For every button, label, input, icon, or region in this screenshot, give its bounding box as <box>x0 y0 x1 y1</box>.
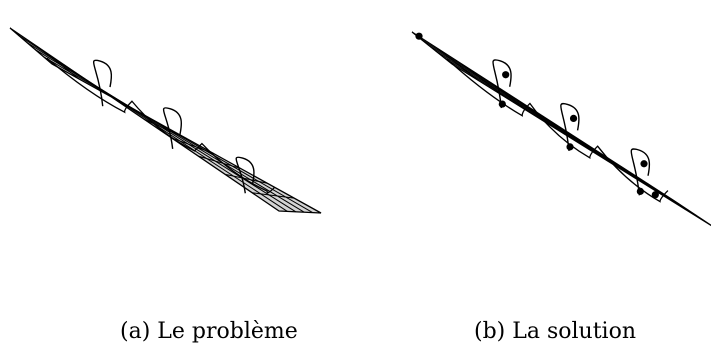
grid-rung-line <box>225 173 268 184</box>
grid-rung-line <box>117 100 160 125</box>
grid-rung-line <box>463 65 505 97</box>
grid-rung-line <box>437 48 479 81</box>
hoop-curve <box>560 102 580 151</box>
grid-rung-line <box>594 149 635 178</box>
sag-curve <box>446 58 669 203</box>
caption-b: (b) La solution <box>474 319 636 344</box>
knot-dot <box>498 100 506 108</box>
grid-rung-line <box>646 182 687 211</box>
knot-dot <box>636 187 644 195</box>
grid-rung-line <box>36 45 80 80</box>
knot-dot <box>502 71 510 79</box>
hoop-curve <box>492 59 512 109</box>
hoop-curve <box>162 107 183 149</box>
hoop-curve <box>630 148 651 196</box>
grid-rung-line <box>198 155 241 169</box>
grid-rung-line <box>568 132 609 162</box>
grid-rung-line <box>489 82 531 113</box>
grid-rung-line <box>90 82 133 110</box>
panel-a-surface-diagram <box>9 27 322 214</box>
knot-dot <box>569 114 578 122</box>
knot-dot <box>566 143 574 151</box>
panel-b-surface-diagram <box>411 31 711 227</box>
hoop-curve <box>92 59 113 107</box>
grid-rung-line <box>620 165 661 195</box>
grid-rung-line <box>542 115 583 146</box>
knot-dot <box>415 32 423 40</box>
grid-rung-line <box>516 98 557 130</box>
grid-rung-line <box>252 192 295 199</box>
knot-dot <box>651 191 659 199</box>
knot-dot <box>640 160 648 168</box>
grid-rung-line <box>171 137 214 154</box>
caption-a: (a) Le problème <box>120 319 298 344</box>
grid-rung-line <box>63 64 107 95</box>
sag-curve <box>46 57 275 194</box>
hoop-curve <box>235 156 255 194</box>
ribbon-surface <box>9 27 322 214</box>
grid-rung-line <box>144 119 187 139</box>
